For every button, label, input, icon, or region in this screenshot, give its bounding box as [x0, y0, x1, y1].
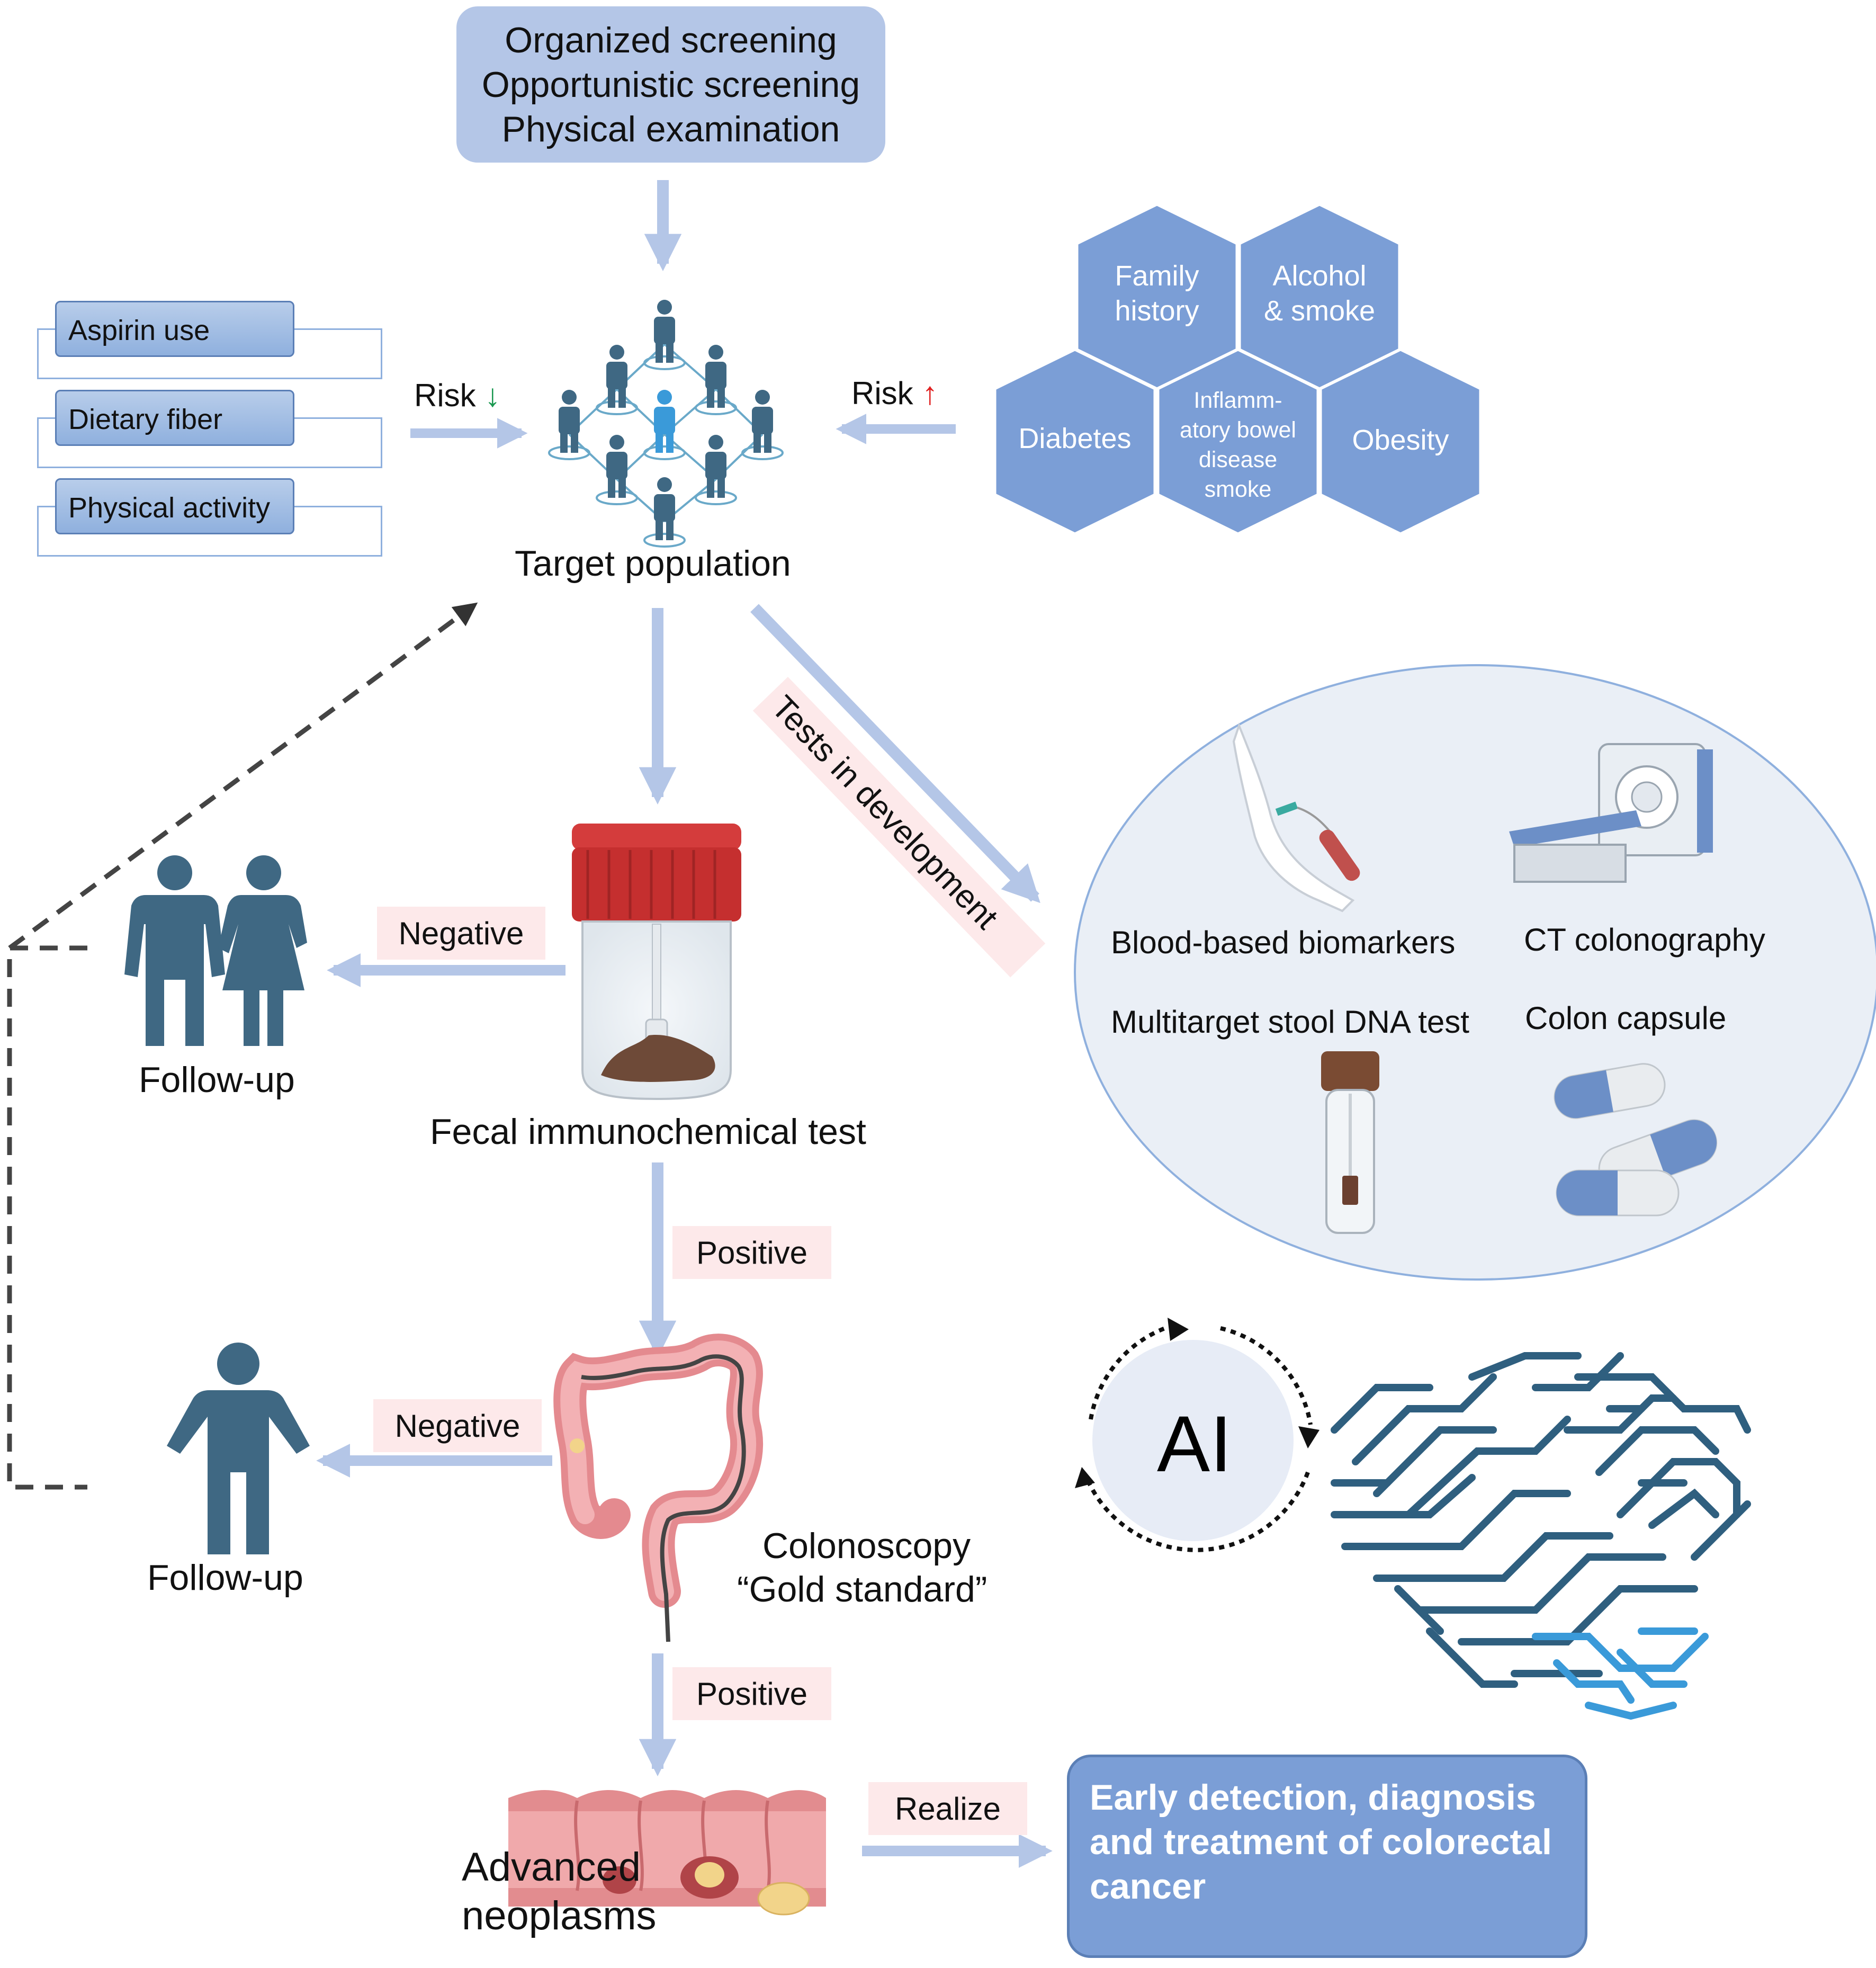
- fit-negative-label: Negative: [377, 907, 545, 960]
- risk-up-arrow: ↑: [922, 375, 938, 411]
- target-population-icon: [548, 300, 784, 548]
- colonoscopy-followup-label: Follow-up: [147, 1558, 303, 1598]
- ai-cycle-arrowhead-top: [1168, 1318, 1189, 1341]
- risk-down-label: Risk ↓: [414, 377, 500, 414]
- colonoscopy-positive-label: Positive: [672, 1667, 831, 1720]
- factor-physical-activity: Physical activity: [55, 478, 294, 534]
- hex-obesity: [1319, 348, 1482, 535]
- target-population-label: Target population: [515, 543, 791, 584]
- hex-diabetes: [993, 348, 1156, 535]
- risk-up-label: Risk ↑: [851, 375, 938, 412]
- neoplasms-line1: Advanced: [462, 1845, 641, 1890]
- hex-ibd: [1156, 348, 1320, 535]
- fit-label: Fecal immunochemical test: [430, 1112, 866, 1152]
- factor-aspirin: Aspirin use: [55, 301, 294, 357]
- neoplasms-label: Advanced neoplasms: [462, 1843, 657, 1940]
- ai-cycle-arrowhead-left: [1075, 1467, 1095, 1488]
- hex-label-obesity: Obesity: [1352, 424, 1449, 456]
- screening-box: Organized screening Opportunistic screen…: [456, 6, 885, 163]
- risk-up-text: Risk: [851, 375, 913, 411]
- blood-draw-icon: [1232, 722, 1360, 913]
- risk-down-arrow: ↓: [484, 378, 501, 413]
- fit-jar-icon: [572, 824, 741, 1101]
- brain-circuit-lower: [1532, 1627, 1709, 1720]
- feedback-arrow-to-population: [8, 602, 478, 950]
- hex-label-diabetes: Diabetes: [1018, 423, 1132, 454]
- test-blood-based-biomarkers: Blood-based biomarkers: [1111, 925, 1456, 960]
- ai-cycle-arrowhead-right: [1298, 1426, 1320, 1448]
- test-multitarget-stool-dna: Multitarget stool DNA test: [1111, 1004, 1469, 1040]
- hex-ibd-line3: disease: [1198, 447, 1278, 472]
- test-colon-capsule: Colon capsule: [1525, 1000, 1727, 1036]
- screening-line-physical: Physical examination: [501, 109, 840, 149]
- ai-label: AI: [1157, 1399, 1232, 1488]
- screening-line-organized: Organized screening: [505, 20, 837, 60]
- brain-circuit-icon: [1331, 1352, 1751, 1688]
- hex-family-line2: history: [1115, 295, 1199, 327]
- fit-followup-label: Follow-up: [139, 1060, 295, 1100]
- feedback-loop-dashed: [7, 945, 87, 1490]
- person-followup-icon: [167, 1343, 310, 1554]
- colonoscopy-label-line1: Colonoscopy: [762, 1526, 971, 1566]
- stool-dna-tube-icon: [1321, 1051, 1379, 1234]
- neoplasms-intestine-icon: [508, 1790, 826, 1916]
- neoplasms-line2: neoplasms: [462, 1893, 657, 1938]
- colon-capsule-icon: [1554, 1063, 1718, 1216]
- hex-label-alcohol-smoke: Alcohol & smoke: [1240, 258, 1399, 328]
- ai-circle: [1092, 1340, 1294, 1541]
- colon-icon: [553, 1334, 764, 1642]
- factor-dietary-fiber: Dietary fiber: [55, 390, 294, 446]
- realize-label: Realize: [868, 1782, 1027, 1835]
- hex-label-family-history: Family history: [1077, 258, 1237, 328]
- risk-down-text: Risk: [414, 378, 476, 413]
- ct-scanner-icon: [1509, 743, 1713, 883]
- couple-followup-icon: [124, 855, 307, 1046]
- hex-ibd-line2: atory bowel: [1180, 417, 1296, 443]
- outcome-line2: and treatment of colorectal: [1090, 1822, 1552, 1862]
- hex-ibd-line4: smoke: [1204, 477, 1272, 502]
- colonoscopy-label-line2: “Gold standard”: [737, 1569, 988, 1609]
- colonoscopy-negative-label: Negative: [373, 1399, 542, 1452]
- ai-cycle-arrows: [1083, 1326, 1313, 1552]
- hex-family-line1: Family: [1115, 260, 1199, 292]
- outcome-line1: Early detection, diagnosis: [1090, 1777, 1536, 1818]
- hex-label-ibd: Inflamm- atory bowel disease smoke: [1158, 386, 1318, 504]
- tests-in-development-ellipse: [1074, 664, 1876, 1281]
- screening-line-opportunistic: Opportunistic screening: [481, 64, 860, 105]
- arrow-population-to-tests: [750, 604, 1040, 904]
- hex-alcohol-line1: Alcohol: [1272, 260, 1367, 292]
- hex-ibd-line1: Inflamm-: [1193, 388, 1282, 413]
- test-ct-colonography: CT colonography: [1524, 922, 1765, 958]
- outcome-box: Early detection, diagnosis and treatment…: [1067, 1755, 1587, 1958]
- outcome-line3: cancer: [1090, 1866, 1206, 1907]
- hex-alcohol-line2: & smoke: [1263, 295, 1376, 327]
- fit-positive-label: Positive: [672, 1226, 831, 1279]
